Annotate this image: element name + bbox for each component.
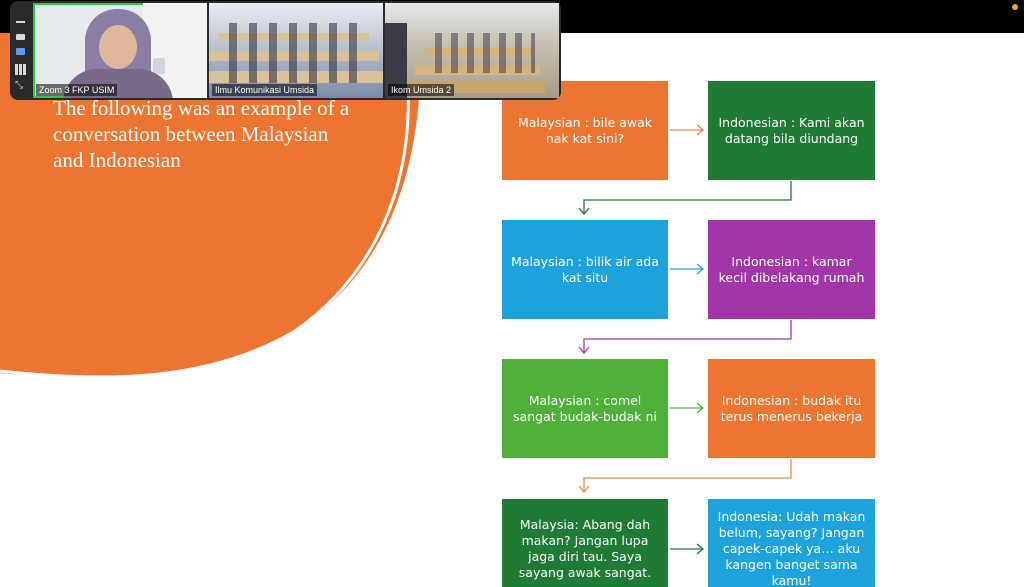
flow-box-r3-right: Indonesian : budak itu terus menerus bek… bbox=[708, 359, 875, 458]
flow-box-text: Indonesian : Kami akan datang bila diund… bbox=[718, 114, 865, 146]
video-tile-zoom-3-fkp-usim[interactable]: Zoom 3 FKP USIM bbox=[33, 3, 207, 98]
flow-box-r2-right: Indonesian : kamar kecil dibelakang ruma… bbox=[708, 220, 875, 319]
video-tile-ilmu-komunikasi-umsida[interactable]: Ilmu Komunikasi Umsida bbox=[209, 3, 383, 98]
flow-box-text: Malaysian : comel sangat budak-budak ni bbox=[513, 392, 657, 424]
flow-arrows bbox=[578, 124, 792, 555]
recording-indicator-icon bbox=[1012, 4, 1018, 10]
flow-box-text: Malaysian : bilik air ada kat situ bbox=[511, 253, 659, 285]
expand-icon[interactable]: ⤡ bbox=[15, 80, 23, 91]
strip-view-icon[interactable] bbox=[16, 48, 25, 55]
zoom-video-strip[interactable]: ⤡ Zoom 3 FKP USIM Ilmu Komunikasi Umsida bbox=[10, 1, 561, 100]
flow-box-text: Indonesian : budak itu terus menerus bek… bbox=[720, 392, 863, 424]
flow-box-text: Indonesia: Udah makan belum, sayang? Jan… bbox=[717, 508, 866, 587]
minimize-icon[interactable] bbox=[16, 21, 25, 23]
flow-box-r2-left: Malaysian : bilik air ada kat situ bbox=[502, 220, 668, 319]
gallery-view-icon[interactable] bbox=[15, 64, 26, 75]
classroom-video bbox=[385, 3, 559, 98]
flow-box-text: Malaysian : bile awak nak kat sini? bbox=[517, 114, 653, 146]
flow-box-r1-right: Indonesian : Kami akan datang bila diund… bbox=[708, 81, 875, 180]
orange-blob-shape bbox=[0, 33, 421, 379]
flow-box-text: Indonesian : kamar kecil dibelakang ruma… bbox=[718, 253, 865, 285]
classroom-video bbox=[209, 3, 383, 98]
flow-box-r4-left: Malaysia: Abang dah makan? Jangan lupa j… bbox=[502, 499, 668, 587]
video-strip-controls: ⤡ bbox=[10, 1, 32, 100]
flow-box-text: Malaysia: Abang dah makan? Jangan lupa j… bbox=[518, 516, 652, 580]
slide-intro-text: The following was an example of a conver… bbox=[53, 96, 350, 172]
video-tile-ikom-umsida-2[interactable]: Ikom Umsida 2 bbox=[385, 3, 559, 98]
flow-box-r4-right: Indonesia: Udah makan belum, sayang? Jan… bbox=[708, 499, 875, 587]
participant-name: Ilmu Komunikasi Umsida bbox=[212, 84, 318, 96]
participant-name: Zoom 3 FKP USIM bbox=[36, 84, 118, 96]
flow-box-r3-left: Malaysian : comel sangat budak-budak ni bbox=[502, 359, 668, 458]
single-view-icon[interactable] bbox=[16, 34, 25, 40]
presentation-slide: The following was an example of a conver… bbox=[0, 33, 1024, 587]
participant-name: Ikom Umsida 2 bbox=[388, 84, 455, 96]
